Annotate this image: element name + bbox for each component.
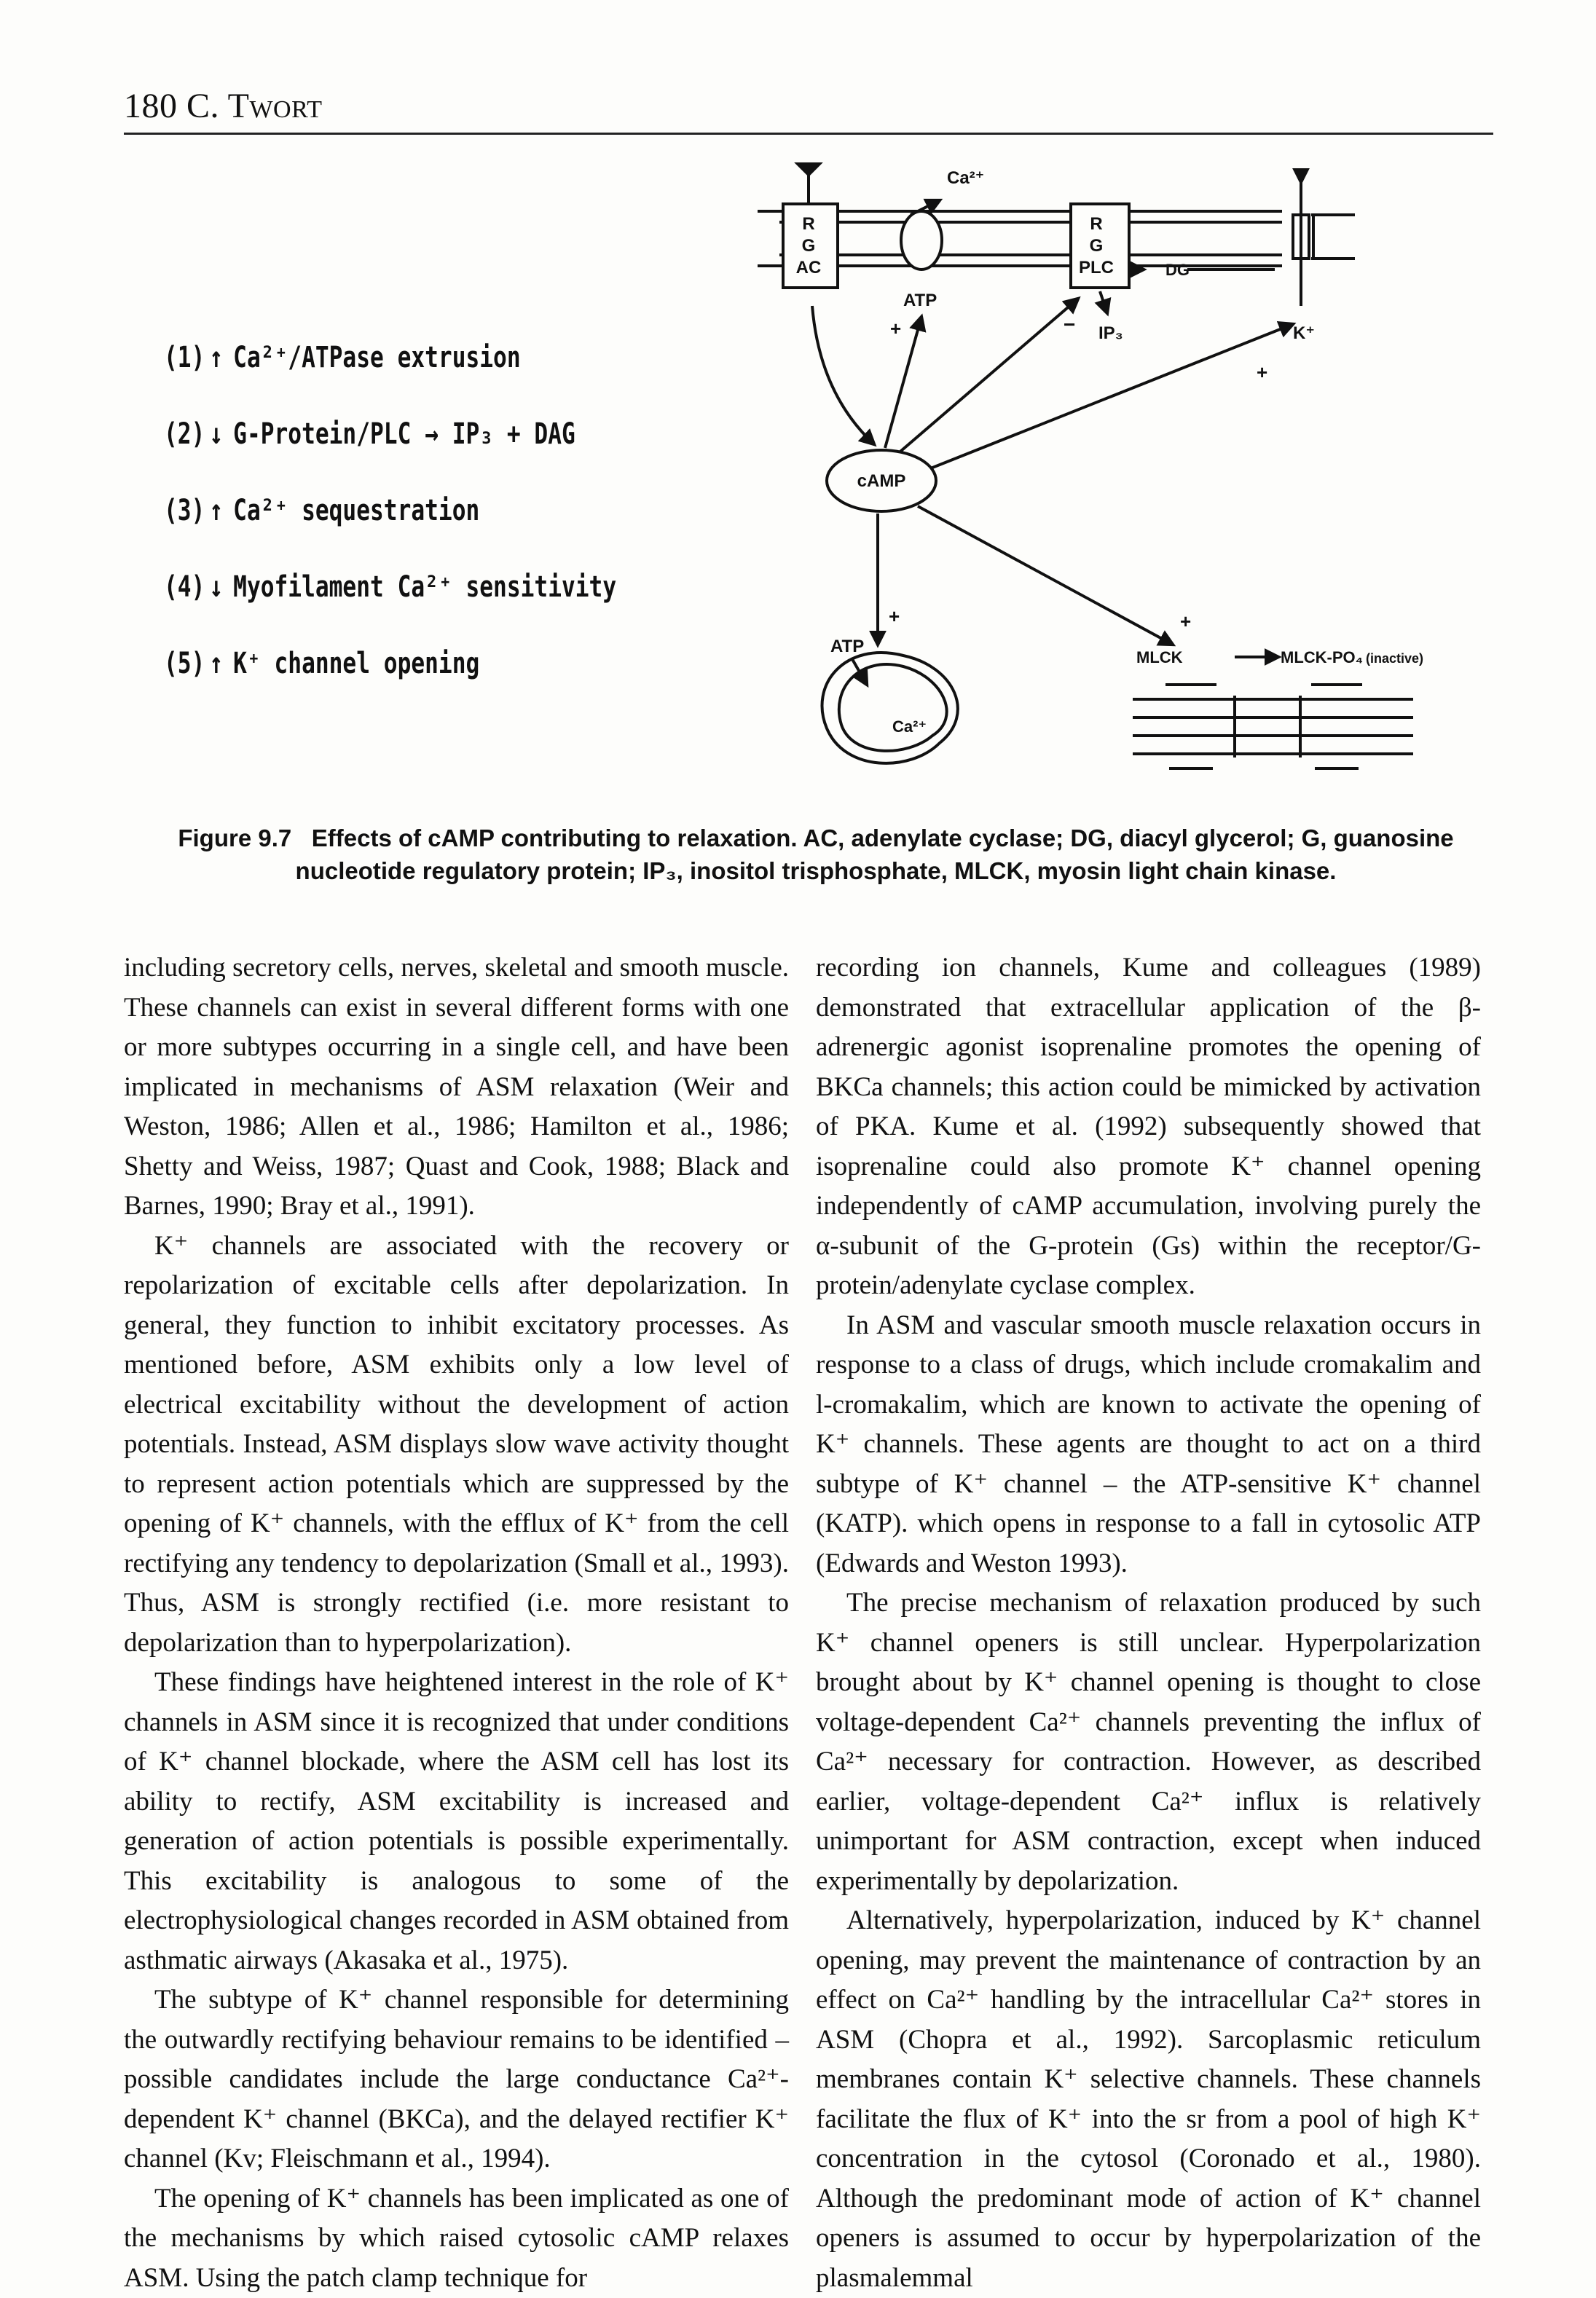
plc-box-label: R <box>1090 214 1102 234</box>
effect-item: (2)↓G-Protein/PLC → IP₃ + DAG <box>164 417 516 494</box>
atpase-pump <box>901 211 942 269</box>
effect-item: (3)↑Ca²⁺ sequestration <box>164 494 516 570</box>
atp-sr-label: ATP <box>830 637 864 656</box>
body-paragraph: K⁺ channels are associated with the reco… <box>124 1227 789 1664</box>
camp-label: cAMP <box>857 471 906 491</box>
author-name: C. Twort <box>186 87 323 125</box>
plc-box-label: G <box>1090 236 1104 256</box>
mlck-po4-label: MLCK-PO₄ <box>1281 648 1363 666</box>
body-paragraph: The precise mechanism of relaxation prod… <box>816 1583 1481 1901</box>
effect-number: (3) <box>164 494 209 527</box>
left-column: including secretory cells, nerves, skele… <box>124 948 789 2298</box>
effect-number: (5) <box>164 647 209 680</box>
body-paragraph: recording ion channels, Kume and colleag… <box>816 948 1481 1306</box>
sarcoplasmic-reticulum <box>822 653 958 763</box>
figure-caption-text: Effects of cAMP contributing to relaxati… <box>296 825 1454 884</box>
running-head: 180 C. Twort <box>124 86 323 126</box>
plus-sign: + <box>1257 361 1267 383</box>
body-paragraph: The opening of K⁺ channels has been impl… <box>124 2179 789 2298</box>
plc-box-label: PLC <box>1079 258 1114 278</box>
ac-box-label: AC <box>796 258 822 278</box>
effect-text: K⁺ channel opening <box>233 647 479 680</box>
inactive-label: (inactive) <box>1366 651 1423 666</box>
camp-relaxation-diagram: R G AC R G PLC Ca²⁺ ATP DG IP₃ K⁺ cAMP A… <box>699 160 1428 801</box>
effect-item: (5)↑K⁺ channel opening <box>164 647 516 723</box>
body-paragraph: These findings have heightened interest … <box>124 1663 789 1980</box>
k-label: K⁺ <box>1293 323 1315 343</box>
ca-sr-label: Ca²⁺ <box>892 717 927 736</box>
effects-list: (1)↑Ca²⁺/ATPase extrusion (2)↓G-Protein/… <box>164 341 516 723</box>
effect-number: (2) <box>164 417 209 451</box>
body-paragraph: including secretory cells, nerves, skele… <box>124 948 789 1227</box>
down-arrow-icon: ↓ <box>209 417 233 451</box>
right-column: recording ion channels, Kume and colleag… <box>816 948 1481 2298</box>
effect-text: Myofilament Ca²⁺ sensitivity <box>233 570 616 604</box>
up-arrow-icon: ↑ <box>209 647 233 680</box>
page-number: 180 <box>124 87 178 125</box>
ip3-label: IP₃ <box>1098 323 1123 343</box>
body-paragraph: Alternatively, hyperpolarization, induce… <box>816 1901 1481 2298</box>
figure-caption: Figure 9.7 Effects of cAMP contributing … <box>146 822 1486 887</box>
body-paragraph: In ASM and vascular smooth muscle relaxa… <box>816 1306 1481 1584</box>
up-arrow-icon: ↑ <box>209 341 233 374</box>
effect-item: (1)↑Ca²⁺/ATPase extrusion <box>164 341 516 417</box>
figure-label: Figure 9.7 <box>178 825 291 851</box>
effect-text: Ca²⁺/ATPase extrusion <box>233 341 520 374</box>
dg-label: DG <box>1165 261 1190 279</box>
effect-item: (4)↓Myofilament Ca²⁺ sensitivity <box>164 570 516 647</box>
header-rule <box>124 133 1493 135</box>
effect-text: G-Protein/PLC → IP₃ + DAG <box>233 417 575 451</box>
plus-sign: + <box>890 318 901 339</box>
ac-box-label: R <box>802 214 814 234</box>
effect-text: Ca²⁺ sequestration <box>233 494 479 527</box>
plus-sign: + <box>1180 610 1191 632</box>
body-paragraph: The subtype of K⁺ channel responsible fo… <box>124 1980 789 2179</box>
mlck-label: MLCK <box>1136 648 1183 666</box>
minus-sign: − <box>1064 313 1075 336</box>
up-arrow-icon: ↑ <box>209 494 233 527</box>
plus-sign: + <box>889 605 900 627</box>
atp-top-label: ATP <box>903 291 937 310</box>
ca-top-label: Ca²⁺ <box>947 168 984 188</box>
down-arrow-icon: ↓ <box>209 570 233 604</box>
ac-box-label: G <box>802 236 816 256</box>
effect-number: (4) <box>164 570 209 604</box>
effect-number: (1) <box>164 341 209 374</box>
